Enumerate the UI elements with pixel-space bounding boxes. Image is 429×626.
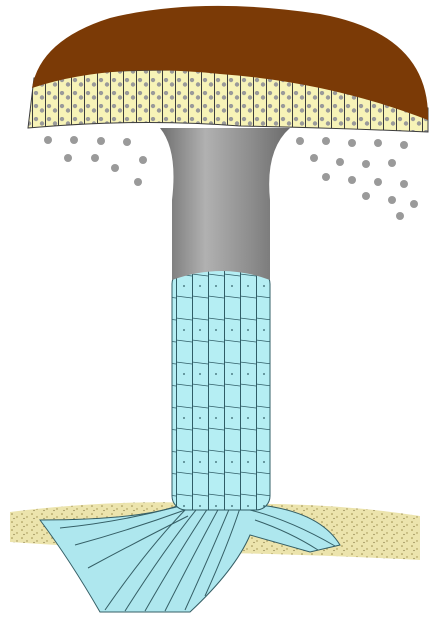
mycelium	[40, 505, 340, 612]
stem-lower	[172, 270, 270, 510]
stem-upper	[160, 128, 290, 280]
